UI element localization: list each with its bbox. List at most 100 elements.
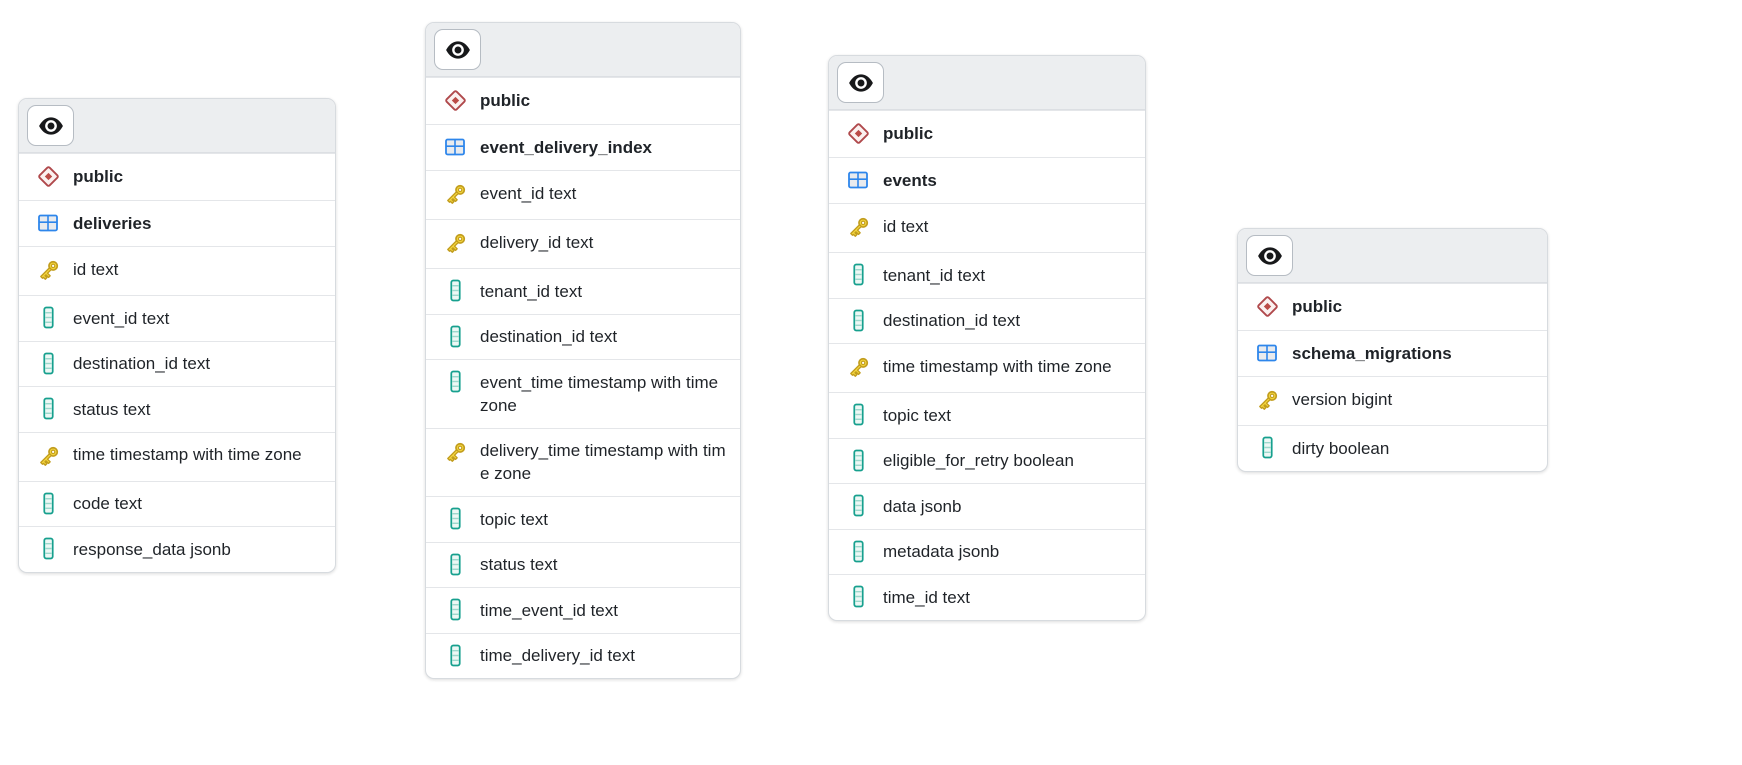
column-label: metadata jsonb [883,542,1000,561]
primary-key-icon [841,214,875,241]
primary-key-icon [1250,387,1284,414]
column-icon [31,397,65,420]
column-label: status text [480,555,558,574]
column-icon [841,494,875,517]
column-icon [31,537,65,560]
column-row[interactable]: event_id text [19,295,335,341]
column-label: topic text [883,405,952,425]
table-card-events[interactable]: public events id text tenant_id text des… [828,55,1146,621]
column-row[interactable]: time_event_id text [426,587,740,633]
column-row[interactable]: destination_id text [426,313,740,360]
schema-row[interactable]: public [19,153,335,200]
table-card-event-delivery-index[interactable]: public event_delivery_index event_id tex… [425,22,741,679]
card-header[interactable] [829,56,1145,110]
column-label: time timestamp with time zone [883,356,1112,376]
table-card-schema-migrations[interactable]: public schema_migrations version bigint … [1237,228,1548,472]
column-row[interactable]: metadata jsonb [829,528,1145,575]
column-row[interactable]: tenant_id text [829,252,1145,298]
visibility-toggle-button[interactable] [27,105,74,146]
card-header[interactable] [426,23,740,77]
column-label: eligible_for_retry boolean [883,451,1074,470]
visibility-toggle-button[interactable] [1246,235,1293,276]
column-row[interactable]: id text [19,246,335,295]
schema-name: public [73,166,124,186]
column-row[interactable]: topic text [426,496,740,542]
table-name: deliveries [73,213,152,233]
column-icon [438,279,472,302]
column-row[interactable]: event_id text [426,170,740,219]
eye-icon [847,70,875,96]
column-icon [438,598,472,621]
card-header[interactable] [19,99,335,153]
column-label: destination_id text [480,327,618,346]
column-label: tenant_id text [883,265,986,285]
column-icon [31,492,65,515]
table-name-row[interactable]: schema_migrations [1238,330,1547,376]
column-label: id text [883,216,929,236]
table-grid-icon [1250,341,1284,365]
column-row[interactable]: tenant_id text [426,268,740,314]
visibility-toggle-button[interactable] [434,29,481,70]
column-row[interactable]: eligible_for_retry boolean [829,437,1145,484]
column-row[interactable]: delivery_id text [426,219,740,268]
schema-diamond-icon [31,164,65,189]
column-label: event_time timestamp with time zone [480,372,719,415]
visibility-toggle-button[interactable] [837,62,884,103]
column-row[interactable]: id text [829,203,1145,252]
column-row[interactable]: version bigint [1238,376,1547,425]
column-icon [841,403,875,426]
column-row[interactable]: event_time timestamp with time zone [426,359,740,428]
column-icon [841,263,875,286]
column-row[interactable]: destination_id text [19,340,335,387]
schema-diamond-icon [841,121,875,146]
column-label: time_id text [883,587,970,607]
column-label: time_delivery_id text [480,646,635,665]
schema-name: public [1292,296,1343,316]
column-row[interactable]: topic text [829,392,1145,438]
column-icon [438,370,472,393]
column-row[interactable]: delivery_time timestamp with time zone [426,427,740,497]
column-row[interactable]: data jsonb [829,483,1145,529]
column-label: time timestamp with time zone [73,445,302,464]
column-row[interactable]: status text [19,386,335,432]
column-label: event_id text [480,183,577,203]
table-name-row[interactable]: events [829,157,1145,203]
schema-name: public [480,90,531,110]
column-row[interactable]: destination_id text [829,297,1145,344]
primary-key-icon [438,230,472,257]
schema-row[interactable]: public [1238,283,1547,330]
column-row[interactable]: status text [426,541,740,588]
column-row[interactable]: time timestamp with time zone [19,431,335,481]
eye-icon [444,37,472,63]
column-row[interactable]: code text [19,480,335,527]
column-icon [1250,436,1284,459]
column-row[interactable]: time timestamp with time zone [829,343,1145,392]
column-label: time_event_id text [480,600,618,620]
column-label: code text [73,494,142,513]
column-label: destination_id text [73,354,211,373]
table-card-deliveries[interactable]: public deliveries id text event_id text … [18,98,336,573]
column-row[interactable]: time_delivery_id text [426,632,740,679]
schema-row[interactable]: public [426,77,740,124]
column-label: response_data jsonb [73,539,231,559]
column-row[interactable]: time_id text [829,574,1145,620]
card-header[interactable] [1238,229,1547,283]
table-grid-icon [31,211,65,235]
table-grid-icon [438,135,472,159]
column-icon [438,644,472,667]
table-name: events [883,170,937,190]
primary-key-icon [841,354,875,381]
table-name: event_delivery_index [480,137,652,157]
column-row[interactable]: response_data jsonb [19,526,335,572]
column-label: topic text [480,509,549,529]
column-row[interactable]: dirty boolean [1238,425,1547,471]
schema-diamond-icon [1250,294,1284,319]
eye-icon [37,113,65,139]
table-name-row[interactable]: event_delivery_index [426,124,740,170]
column-icon [31,306,65,329]
table-name-row[interactable]: deliveries [19,200,335,246]
eye-icon [1256,243,1284,269]
schema-name: public [883,123,934,143]
schema-row[interactable]: public [829,110,1145,157]
